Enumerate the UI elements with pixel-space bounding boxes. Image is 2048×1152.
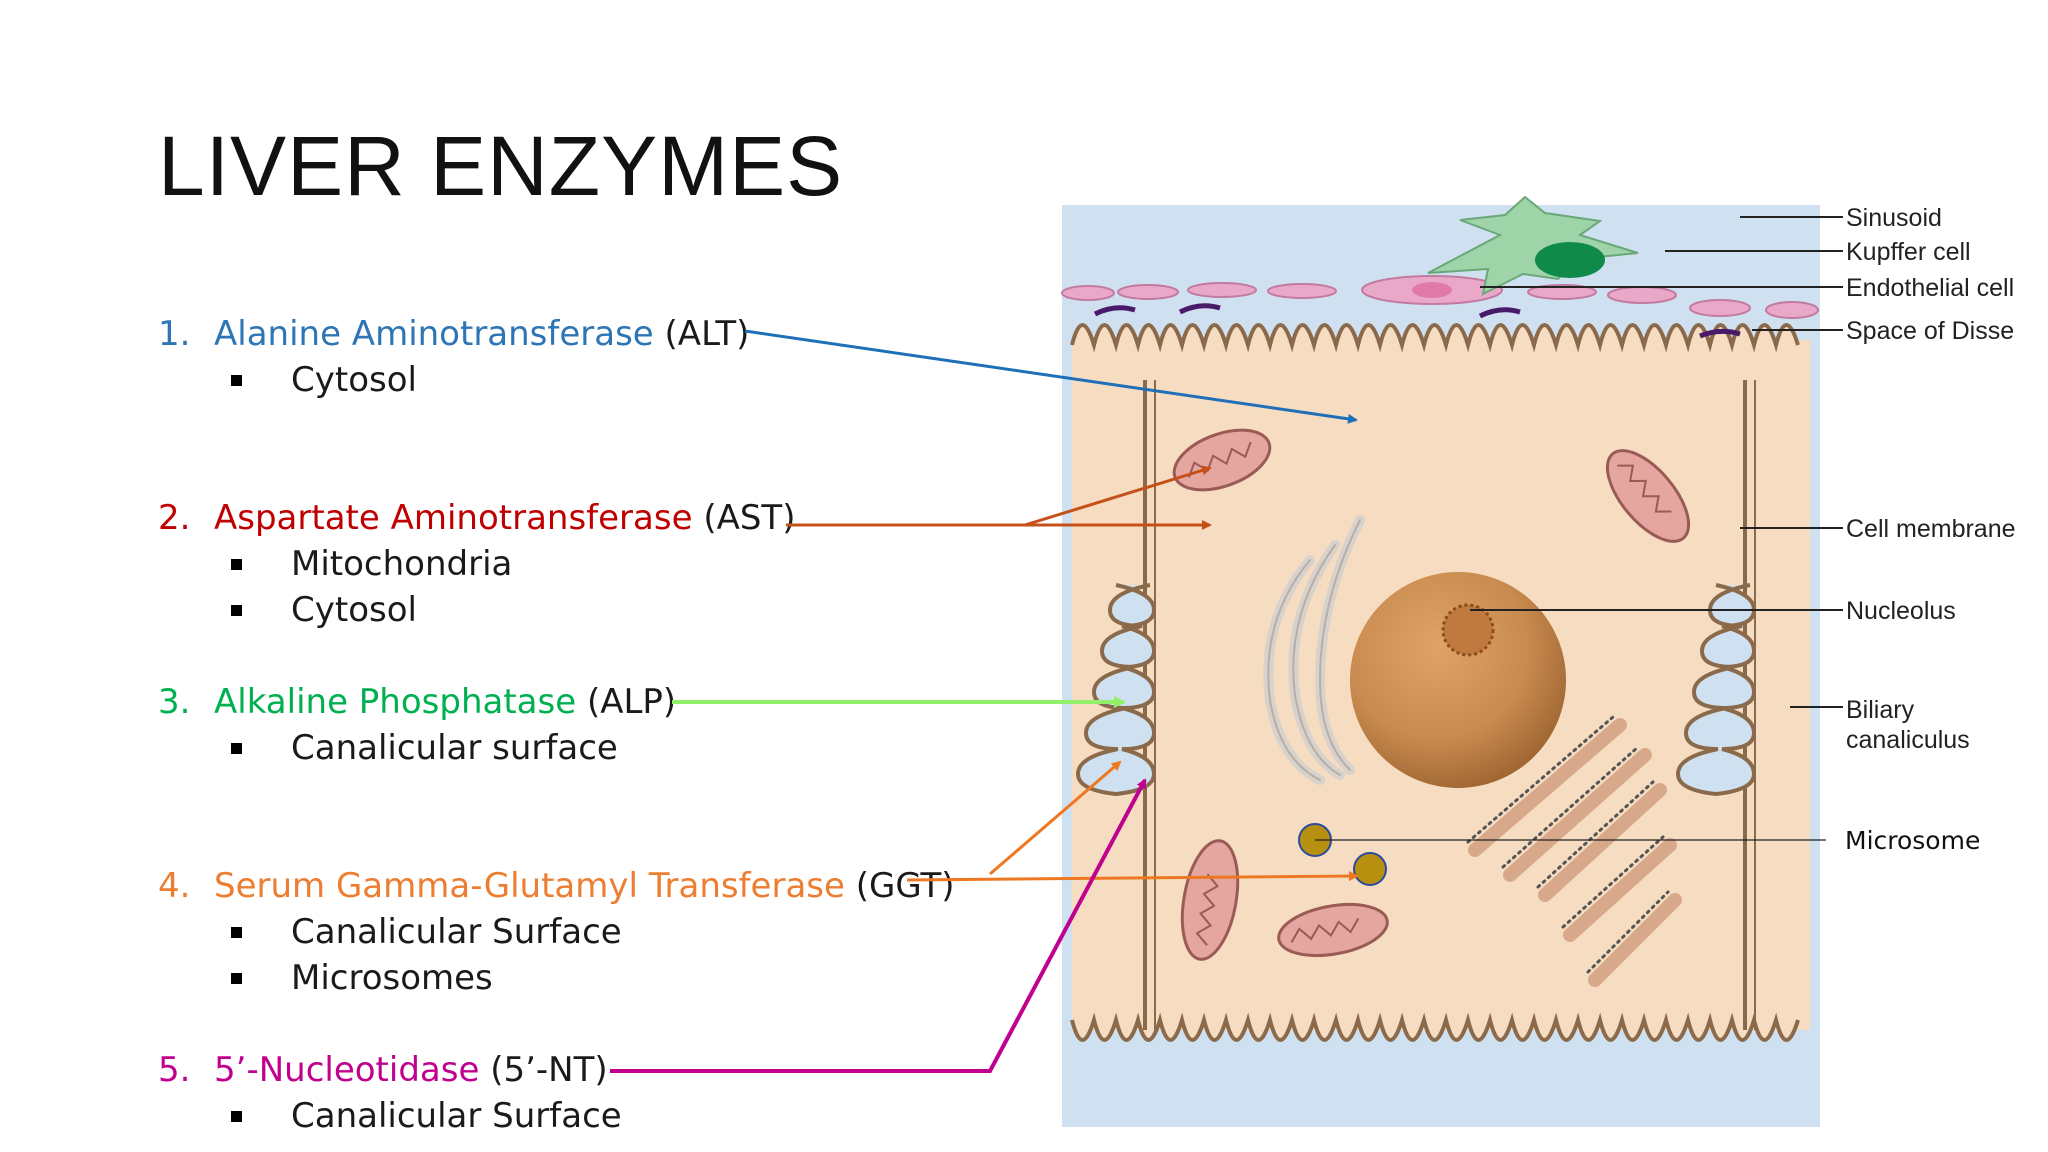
location-text: Canalicular Surface: [291, 912, 622, 952]
location-text: Cytosol: [291, 360, 417, 400]
bullet-icon: [231, 743, 242, 754]
enzyme-name: 5’-Nucleotidase: [214, 1050, 480, 1090]
label-kupffer-cell: Kupffer cell: [1846, 238, 1971, 266]
mitochondrion: [1180, 839, 1240, 961]
enzyme-item-ast: 2. Aspartate Aminotransferase (AST): [158, 498, 795, 538]
location-text: Mitochondria: [291, 544, 513, 584]
enzyme-name: Serum Gamma-Glutamyl Transferase: [214, 866, 845, 906]
golgi-apparatus: [1263, 515, 1365, 785]
location-text: Cytosol: [291, 590, 417, 630]
enzyme-abbr: (ALT): [664, 314, 750, 354]
mitochondrion: [1172, 428, 1272, 492]
bullet-icon: [231, 927, 242, 938]
label-sinusoid: Sinusoid: [1846, 204, 1942, 232]
location-text: Microsomes: [291, 958, 493, 998]
label-space-of-disse: Space of Disse: [1846, 317, 2014, 345]
microsome: [1353, 852, 1387, 886]
label-endothelial-cell: Endothelial cell: [1846, 274, 2014, 302]
biliary-canaliculus-right: [1675, 583, 1757, 797]
mitochondrion: [1605, 449, 1691, 543]
label-canaliculus: canaliculus: [1846, 726, 1970, 754]
enzyme-name: Alanine Aminotransferase: [214, 314, 654, 354]
enzyme-number: 3.: [158, 682, 191, 722]
enzyme-abbr: (GGT): [855, 866, 955, 906]
enzyme-number: 5.: [158, 1050, 191, 1090]
bullet-icon: [231, 605, 242, 616]
enzyme-item-alt: 1. Alanine Aminotransferase (ALT): [158, 314, 749, 354]
arrow-ggt-1: [906, 871, 1359, 882]
slide-title: LIVER ENZYMES: [158, 119, 844, 213]
enzyme-name: Alkaline Phosphatase: [214, 682, 577, 722]
rough-er-ribosomes: [1466, 715, 1670, 974]
bullet-icon: [231, 973, 242, 984]
enzyme-abbr: (AST): [703, 498, 796, 538]
arrow-alt: [744, 329, 1358, 424]
rough-er: [1468, 718, 1682, 987]
label-nucleolus: Nucleolus: [1846, 597, 1956, 625]
kupffer-nucleus: [1535, 242, 1605, 278]
bullet-icon: [231, 1111, 242, 1122]
bullet-icon: [231, 375, 242, 386]
enzyme-abbr: (ALP): [586, 682, 677, 722]
arrow-ggt-2: [989, 760, 1122, 876]
biliary-canaliculus-left: [1075, 583, 1157, 797]
enzyme-abbr: (5’-NT): [490, 1050, 608, 1090]
kupffer-cell: [1427, 195, 1639, 296]
location-text: Canalicular Surface: [291, 1096, 622, 1136]
enzyme-item-5nt: 5. 5’-Nucleotidase (5’-NT): [158, 1050, 608, 1090]
microvilli-top: [1070, 323, 1800, 353]
enzyme-number: 4.: [158, 866, 191, 906]
arrow-ast-2: [1024, 465, 1212, 527]
enzyme-name: Aspartate Aminotransferase: [214, 498, 693, 538]
mitochondrion: [1277, 903, 1389, 957]
location-text: Canalicular surface: [291, 728, 618, 768]
leader-lines: [1315, 216, 1843, 841]
enzyme-item-ggt: 4. Serum Gamma-Glutamyl Transferase (GGT): [158, 866, 955, 906]
enzyme-number: 2.: [158, 498, 191, 538]
microvilli-bottom: [1070, 1012, 1800, 1042]
label-microsome: Microsome: [1845, 826, 1980, 855]
bullet-icon: [231, 559, 242, 570]
enzyme-item-alp: 3. Alkaline Phosphatase (ALP): [158, 682, 676, 722]
nucleolus: [1441, 603, 1495, 657]
nucleus: [1350, 572, 1566, 788]
arrow-5nt: [610, 778, 1147, 1073]
label-cell-membrane: Cell membrane: [1846, 515, 2016, 543]
label-biliary: Biliary: [1846, 696, 1915, 724]
endothelial-layer: [1061, 275, 1819, 339]
enzyme-number: 1.: [158, 314, 191, 354]
